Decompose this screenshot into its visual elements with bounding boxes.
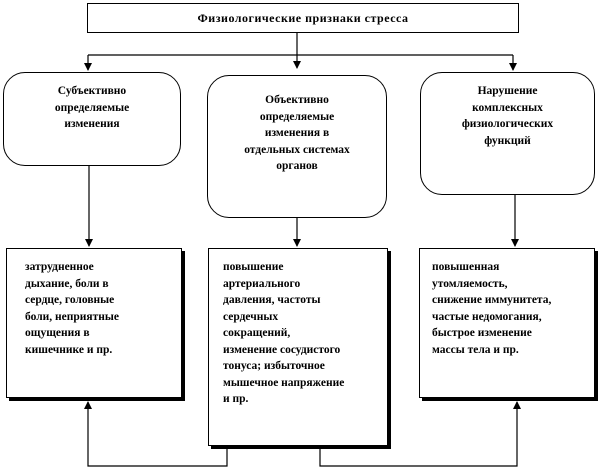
title-text: Физиологические признаки стресса [197, 10, 409, 25]
category-box-complex: Нарушение комплексных физиологических фу… [420, 72, 595, 195]
effect-box-subjective: затрудненное дыхание, боли в сердце, гол… [6, 248, 182, 398]
effect-text-1: затрудненное дыхание, боли в сердце, гол… [25, 261, 119, 356]
category-box-subjective: Субъективно определяемые изменения [3, 72, 181, 166]
category-text-1: Субъективно определяемые изменения [54, 85, 130, 130]
effect-text-2: повышение артериального давления, частот… [223, 261, 345, 405]
title-box: Физиологические признаки стресса [87, 3, 519, 33]
effect-box-complex: повышенная утомляемость, снижение иммуни… [419, 248, 595, 398]
category-text-2: Объективно определяемые изменения в отде… [244, 94, 350, 172]
category-box-objective: Объективно определяемые изменения в отде… [207, 75, 387, 218]
category-text-3: Нарушение комплексных физиологических фу… [461, 85, 554, 147]
feedback-line-right [319, 401, 521, 467]
effect-text-3: повышенная утомляемость, снижение иммуни… [432, 261, 552, 356]
effect-box-objective: повышение артериального давления, частот… [208, 248, 388, 446]
feedback-line-left [84, 401, 228, 467]
